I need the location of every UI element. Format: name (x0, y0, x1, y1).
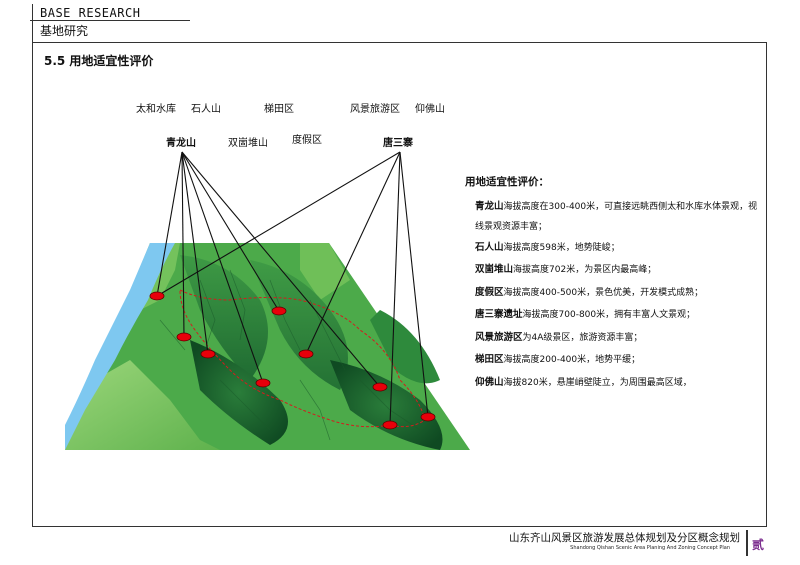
header-rule-left (32, 4, 33, 44)
page-mark: 贰 (746, 530, 766, 556)
label-yangfo-mountain: 仰佛山 (415, 104, 445, 115)
label-scenic-tour-area: 风景旅游区 (350, 104, 400, 115)
terrain-lowland-west (65, 360, 220, 450)
label-taihe-reservoir: 太和水库 (136, 104, 176, 115)
header-title-cn: 基地研究 (40, 24, 89, 38)
header-rule-top (30, 20, 190, 21)
terrain-ridge-3 (190, 340, 288, 445)
label-resort-area: 度假区 (292, 135, 322, 146)
evaluation-item: 石人山海拔高度598米，地势陡峻； (475, 241, 620, 253)
evaluation-item: 风景旅游区为4A级景区，旅游资源丰富； (475, 331, 643, 343)
marker-shuangcui-mountain (255, 378, 271, 388)
label-tangsan-village: 唐三寨 (383, 138, 413, 149)
evaluation-heading: 用地适宜性评价： (465, 176, 549, 188)
marker-shiren-mountain (176, 332, 192, 342)
content-frame-top (32, 42, 767, 43)
content-frame-bottom (32, 526, 767, 527)
marker-resort-area (298, 349, 314, 359)
evaluation-item: 双崮堆山海拔高度702米，为景区内最高峰； (475, 264, 657, 275)
marker-tangsan-village (382, 420, 398, 430)
marker-scenic-tour-area (372, 382, 388, 392)
footer-title-cn: 山东齐山风景区旅游发展总体规划及分区概念规划 (509, 532, 740, 544)
evaluation-item: 青龙山海拔高度在300-400米，可直接远眺西侧太和水库水体景观，视线景观资源丰… (475, 200, 758, 232)
marker-qinglong-mountain (200, 349, 216, 359)
evaluation-item: 唐三寨遗址海拔高度700-800米，拥有丰富人文景观； (475, 309, 696, 320)
marker-taihe-reservoir (149, 291, 165, 301)
content-frame-left (32, 42, 33, 526)
label-shiren-mountain: 石人山 (191, 104, 221, 115)
marker-yangfo-mountain (420, 412, 436, 422)
evaluation-item: 度假区海拔高度400-500米，景色优美，开发模式成熟； (475, 286, 704, 298)
section-title: 5.5 用地适宜性评价 (44, 54, 154, 68)
marker-titian-area (271, 306, 287, 316)
header-title-en: BASE RESEARCH (40, 6, 141, 20)
label-shuangcui-mountain: 双崮堆山 (228, 138, 268, 149)
footer-title-en: Shandong Qishan Scenic Area Planing And … (570, 545, 730, 551)
content-frame-right (766, 42, 767, 526)
evaluation-item: 梯田区海拔高度200-400米，地势平缓； (475, 354, 641, 365)
evaluation-item: 仰佛山海拔820米，悬崖峭壁陡立，为周围最高区域， (475, 376, 692, 388)
label-titian-area: 梯田区 (264, 104, 294, 115)
reservoir-water (65, 243, 175, 450)
label-qinglong-mountain: 青龙山 (166, 138, 196, 149)
evaluation-text: 用地适宜性评价： 青龙山海拔高度在300-400米，可直接远眺西侧太和水库水体景… (465, 172, 765, 394)
page-mark-glyph: 贰 (752, 538, 765, 552)
terrain-ridge-4 (330, 360, 443, 450)
